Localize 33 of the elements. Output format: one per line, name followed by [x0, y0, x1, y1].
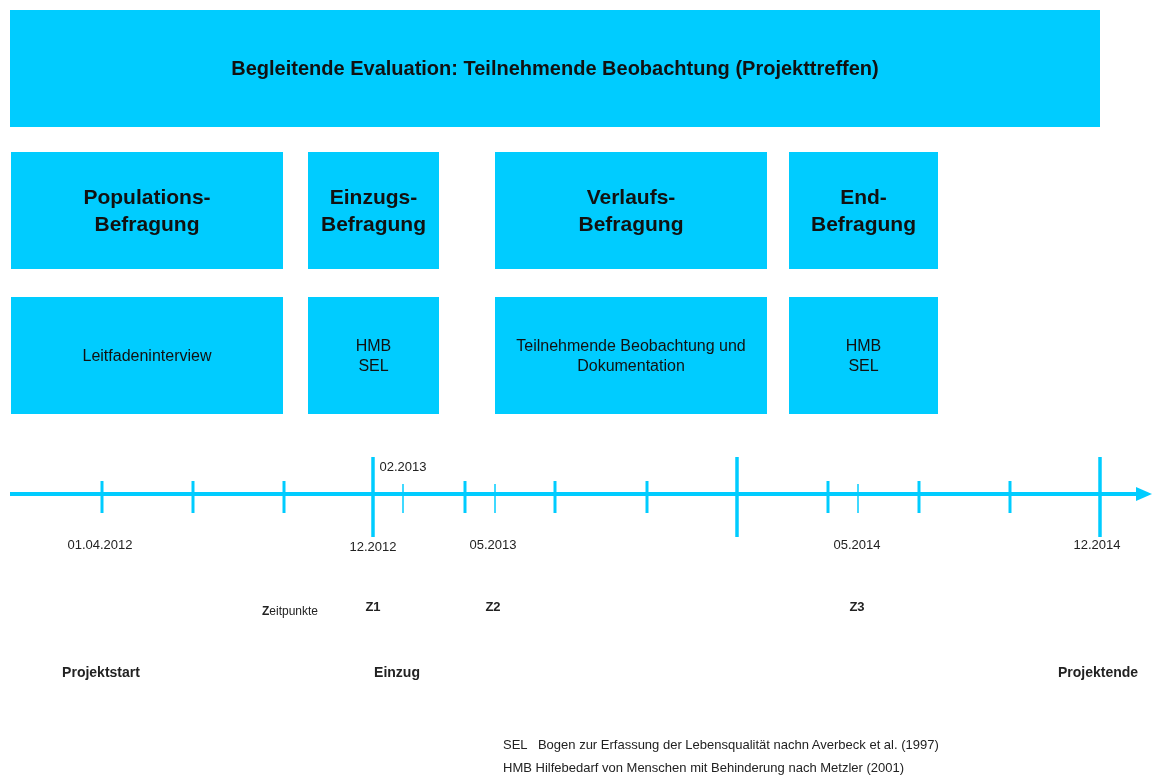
- survey-heading-box: [11, 152, 283, 269]
- method-box: [789, 297, 938, 414]
- time-point-label: Z2: [485, 599, 501, 614]
- survey-heading-box: [308, 152, 439, 269]
- milestone-label: Projektstart: [62, 664, 140, 680]
- heading-text: End- Befragung: [810, 184, 917, 237]
- method-box: [495, 297, 767, 414]
- footnote-text: HMB Hilfebedarf von Menschen mit Behinderung nach Metzler (2001): [503, 760, 905, 775]
- heading-text: Verlaufs- Befragung: [577, 184, 685, 237]
- time-point-label: Z3: [849, 599, 865, 614]
- title-text: Begleitende Evaluation: Teilnehmende Beobachtung (Projekttreffen): [231, 56, 879, 81]
- time-point-label: Z1: [365, 599, 381, 614]
- date-label: 12.2014: [1073, 537, 1121, 552]
- date-label: 05.2014: [833, 537, 881, 552]
- footnote-text: SEL Bogen zur Erfassung der Lebensqualität nachn Averbeck et al. (1997): [503, 737, 939, 752]
- method-text: Leitfadeninterview: [82, 345, 212, 366]
- date-label: 12.2012: [349, 539, 397, 554]
- method-text: HMB SEL: [354, 335, 393, 376]
- heading-text: Populations- Befragung: [82, 184, 212, 237]
- survey-heading-box: [495, 152, 767, 269]
- milestone-label: Einzug: [374, 664, 420, 680]
- method-box: [308, 297, 439, 414]
- date-label: 05.2013: [469, 537, 517, 552]
- milestone-label: Projektende: [1057, 664, 1139, 680]
- method-box: [11, 297, 283, 414]
- date-label: 02.2013: [379, 459, 427, 474]
- date-label: 01.04.2012: [67, 537, 133, 552]
- title-banner: [10, 10, 1100, 127]
- method-text: Teilnehmende Beobachtung und Dokumentation: [515, 335, 747, 376]
- survey-heading-box: [789, 152, 938, 269]
- axis-caption: Zeitpunkte: [262, 604, 318, 618]
- method-text: HMB SEL: [844, 335, 883, 376]
- heading-text: Einzugs- Befragung: [320, 184, 427, 237]
